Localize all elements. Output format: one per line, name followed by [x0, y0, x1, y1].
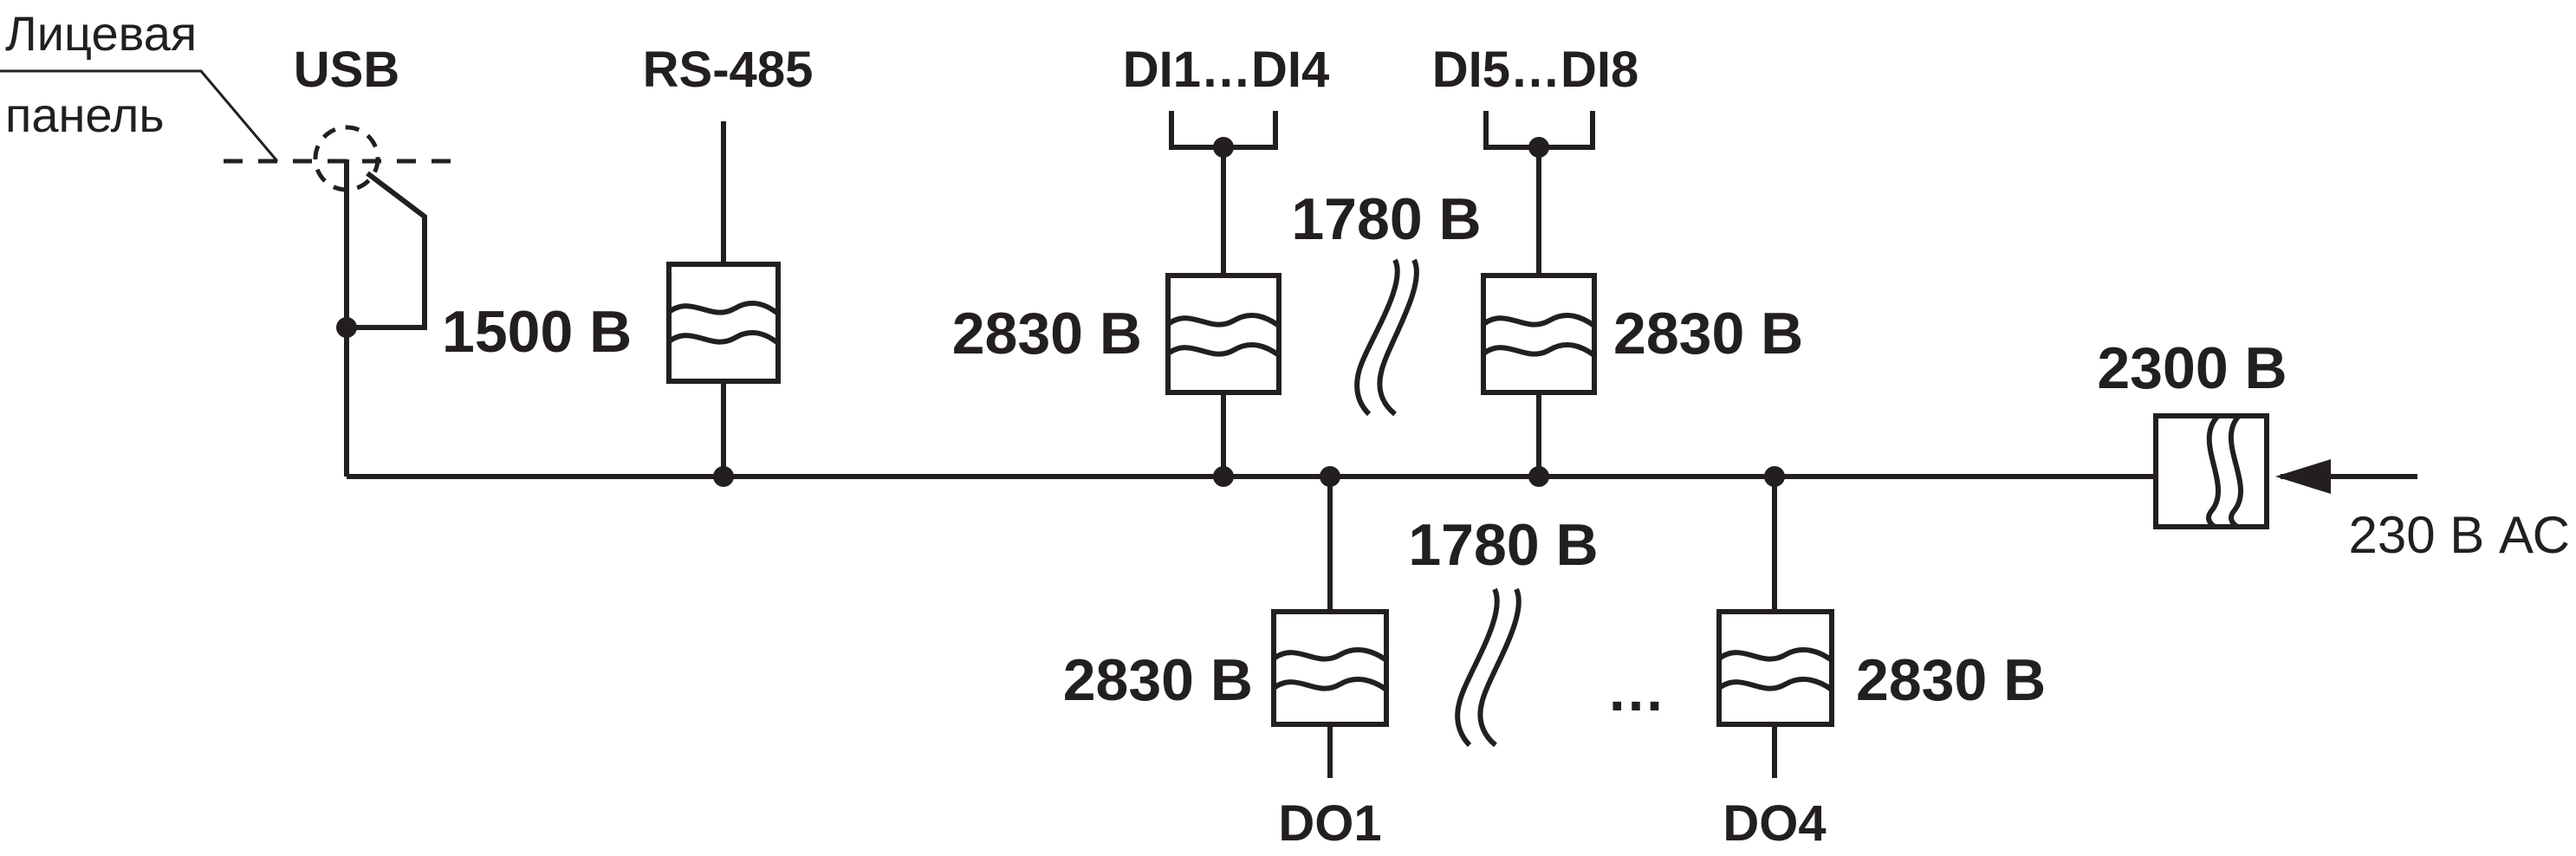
di2-isolation-voltage: 2830 В	[1613, 301, 1803, 366]
di-group1-label: DI1…DI4	[1123, 42, 1330, 98]
do1-label: DO1	[1278, 795, 1381, 852]
power-isolation-voltage: 2300 В	[2097, 335, 2287, 401]
do-between-isolation: 1780 В …	[1408, 512, 1665, 748]
do4-isolation-voltage: 2830 В	[1856, 647, 2046, 713]
di1-isolation-voltage: 2830 В	[952, 301, 1142, 366]
do-between-voltage: 1780 В	[1408, 512, 1598, 578]
front-panel-label-line1: Лицевая	[5, 6, 197, 61]
do1-channel: DO1 2830 В	[1063, 466, 1389, 852]
power-input-arrow	[2275, 459, 2331, 494]
di-between-voltage: 1780 В	[1291, 186, 1481, 252]
do-ellipsis: …	[1606, 658, 1665, 723]
front-panel-label-line2: панель	[5, 88, 165, 142]
do4-label: DO4	[1723, 795, 1826, 852]
usb-isolation-voltage: 1500 В	[442, 299, 632, 365]
do1-isolation-voltage: 2830 В	[1063, 647, 1253, 713]
di-group-2: DI5…DI8 2830 В	[1432, 42, 1803, 487]
rs485-channel: RS-485	[643, 42, 814, 487]
power-input-label: 230 В АС	[2349, 506, 2571, 564]
usb-port: USB 1500 В	[294, 42, 632, 477]
usb-label: USB	[294, 42, 399, 98]
di-group-1: DI1…DI4 2830 В	[952, 42, 1330, 487]
di-between-isolation: 1780 В	[1291, 186, 1482, 417]
do4-channel: DO4 2830 В	[1716, 466, 2046, 852]
rs485-label: RS-485	[643, 42, 814, 98]
front-panel-marker: Лицевая панель	[0, 6, 451, 164]
di-group2-label: DI5…DI8	[1432, 42, 1639, 98]
power-isolation: 2300 В 230 В АС	[2097, 335, 2570, 564]
